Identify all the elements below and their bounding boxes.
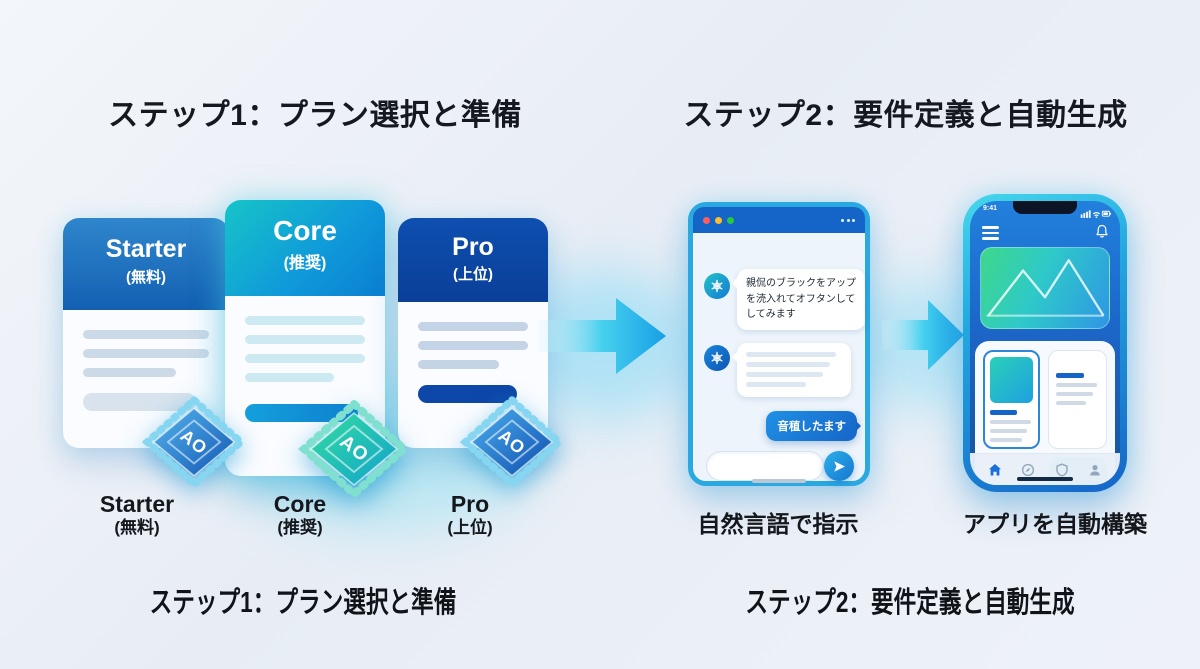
skeleton-line (245, 335, 365, 344)
plan-caption-tier: (推奨) (277, 518, 323, 538)
app-card (983, 350, 1040, 449)
plan-tier: (無料) (126, 269, 166, 286)
skeleton-line (990, 429, 1027, 433)
skeleton-line (1056, 392, 1093, 396)
skeleton-line (746, 382, 806, 387)
menu-icon (982, 226, 999, 243)
plan-caption-name: Starter (99, 491, 175, 517)
phone-notch (1013, 201, 1077, 214)
plan-tier: (推奨) (283, 255, 327, 272)
status-icons (1080, 205, 1112, 223)
card-title-placeholder (990, 410, 1017, 415)
more-options-icon (841, 218, 855, 222)
plan-card-body (398, 302, 548, 403)
plan-caption-pro: Pro (上位) (400, 491, 540, 538)
skeleton-line (1056, 401, 1087, 405)
skeleton-line (418, 360, 500, 369)
skeleton-line (245, 316, 365, 325)
card-title-placeholder (1056, 373, 1084, 378)
plan-button-placeholder (245, 404, 358, 422)
phone-caption: アプリを自動構築 (963, 511, 1147, 537)
plan-card-header: Starter (無料) (63, 218, 229, 310)
plan-name: Starter (105, 235, 187, 263)
ai-message-line: を涜入れてオフタンして (746, 293, 856, 305)
skeleton-line (83, 368, 177, 377)
ai-avatar-icon (704, 345, 730, 371)
skeleton-line (746, 372, 823, 377)
step2-title: ステップ2：要件定義と自動生成 (683, 99, 1128, 132)
card-image-placeholder (990, 357, 1033, 403)
chat-input (706, 451, 824, 481)
ai-avatar-icon (704, 273, 730, 299)
plan-caption-name: Pro (450, 491, 490, 517)
person-icon (1090, 464, 1101, 475)
plan-caption-starter: Starter (無料) (67, 491, 207, 538)
ai-skeleton-bubble (732, 343, 851, 397)
flow-arrow-icon (538, 298, 666, 374)
send-button (824, 451, 854, 481)
plan-name: Pro (452, 233, 494, 261)
ai-message-line: してみます (746, 309, 796, 320)
skeleton-line (418, 322, 528, 331)
home-indicator (1017, 477, 1073, 481)
chat-window: 親侃のブラックをアップ を涜入れてオフタンして してみます 音稙したます (688, 202, 870, 486)
phone-mockup: 9:41 (963, 194, 1127, 492)
plan-caption-core: Core (推奨) (230, 491, 370, 538)
plan-button-placeholder (83, 393, 197, 411)
flow-arrow-icon (882, 300, 964, 370)
ai-message-line: 親侃のブラックをアップ (746, 278, 856, 289)
chat-body: 親侃のブラックをアップ を涜入れてオフタンして してみます 音稙したます (693, 233, 865, 483)
signal-wifi-battery-icon (1080, 210, 1112, 219)
home-icon (988, 463, 1001, 475)
shield-icon (1056, 463, 1068, 477)
skeleton-line (746, 362, 831, 367)
step2-bottom-caption: ステップ2：要件定義と自動生成 (745, 587, 1075, 619)
plan-button-placeholder (418, 385, 517, 403)
skeleton-line (990, 420, 1032, 424)
status-time: 9:41 (983, 205, 998, 212)
plan-caption-tier: (無料) (114, 518, 160, 538)
skeleton-line (245, 354, 365, 363)
plan-card-header: Core (推奨) (225, 200, 385, 296)
plan-card-body (63, 310, 229, 411)
window-maximize-icon (727, 216, 734, 224)
chat-caption: 自然言語で指示 (697, 511, 859, 537)
bell-icon (1095, 224, 1109, 244)
compass-icon (1022, 463, 1035, 476)
mountains-icon (986, 259, 1105, 317)
ai-chip-icon: AO (459, 394, 565, 490)
plan-card-body (225, 296, 385, 422)
user-message-bubble: 音稙したます (766, 411, 861, 441)
app-card (1048, 350, 1107, 449)
skeleton-line (746, 352, 837, 357)
skeleton-line (245, 373, 334, 382)
step1-bottom-caption: ステップ1：プラン選択と準備 (149, 587, 457, 619)
skeleton-line (1056, 383, 1097, 387)
step1-title: ステップ1：プラン選択と準備 (108, 99, 522, 132)
skeleton-line (83, 349, 209, 358)
skeleton-line (418, 341, 528, 350)
ai-chip-icon: AO (298, 398, 410, 500)
ai-message-bubble: 親侃のブラックをアップ を涜入れてオフタンして してみます (732, 269, 865, 330)
skeleton-line (990, 438, 1022, 442)
plan-tier: (上位) (453, 266, 493, 283)
home-indicator (752, 479, 806, 483)
hero-image-card (980, 247, 1110, 329)
ai-chip-icon: AO (141, 394, 247, 490)
send-icon (833, 460, 845, 472)
skeleton-line (83, 330, 209, 339)
plan-card-header: Pro (上位) (398, 218, 548, 302)
phone-screen: 9:41 (970, 201, 1120, 485)
window-close-icon (703, 216, 710, 224)
plan-caption-name: Core (273, 491, 327, 517)
plan-caption-tier: (上位) (447, 518, 493, 538)
chat-titlebar (693, 207, 865, 233)
plan-name: Core (273, 215, 337, 246)
window-minimize-icon (715, 216, 722, 224)
